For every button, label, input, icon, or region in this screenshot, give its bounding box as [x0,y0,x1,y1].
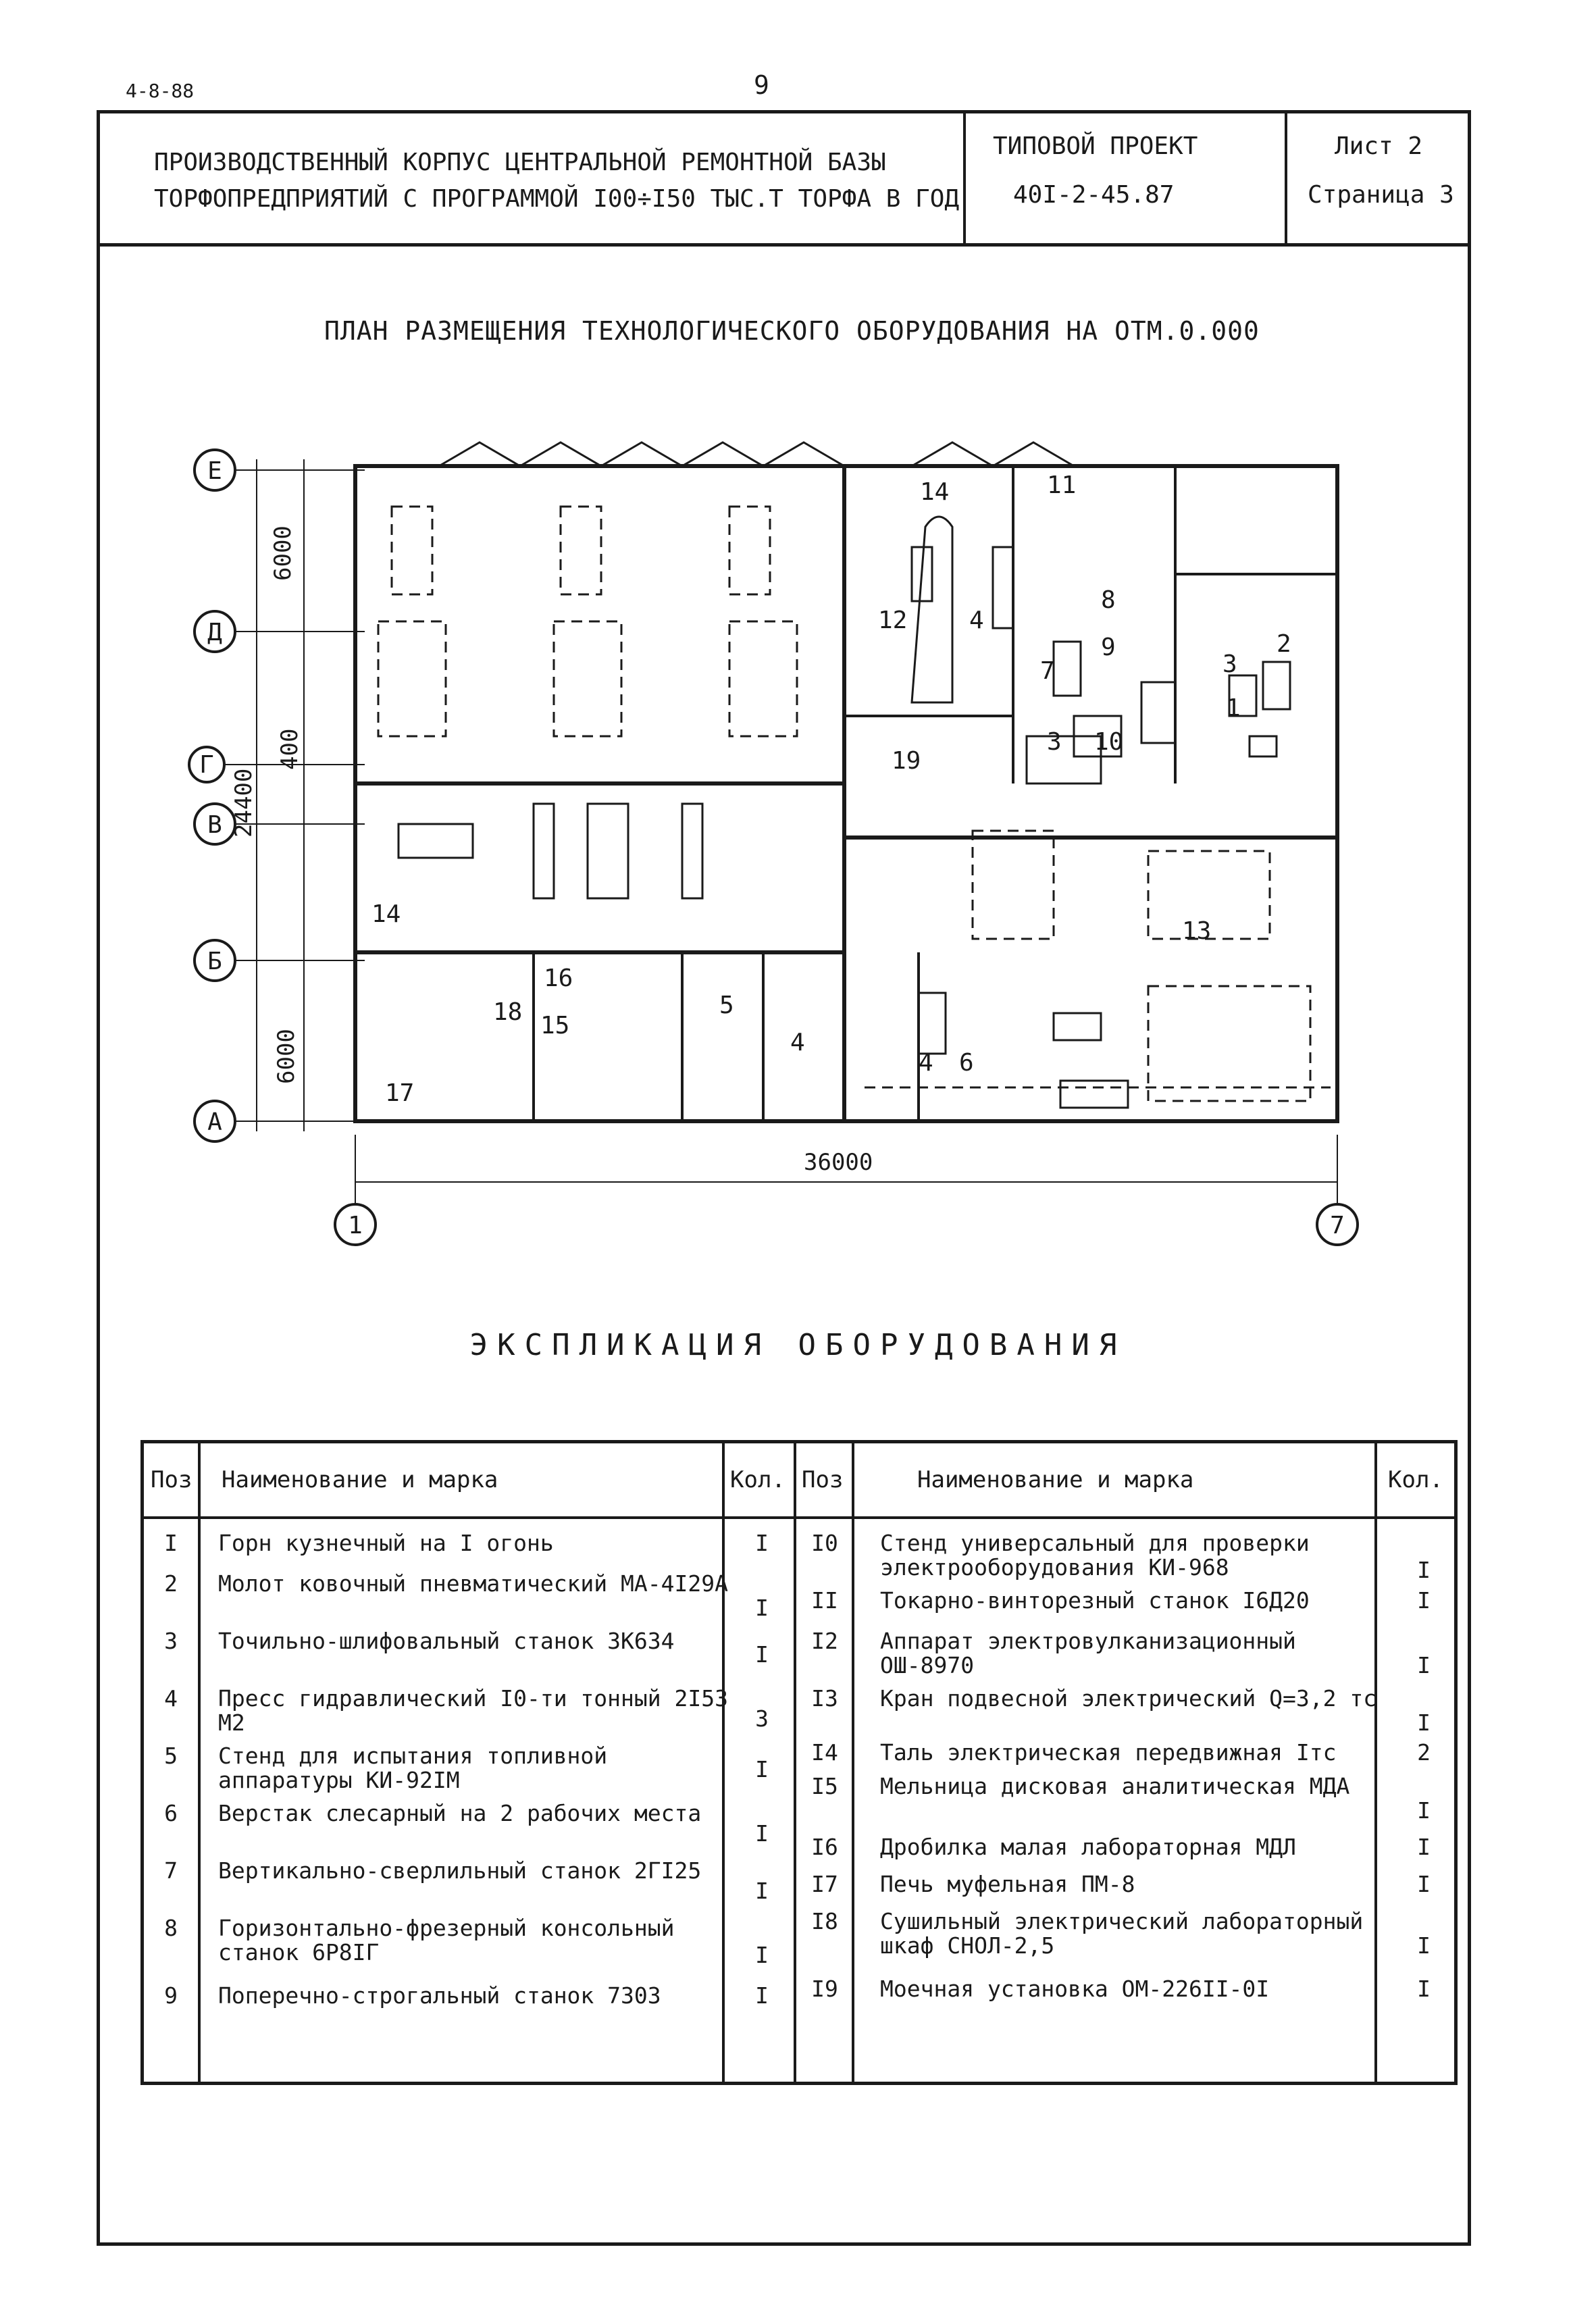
sheet-cell: Лист 2 Страница 3 [1287,113,1468,243]
plan-label-17: 17 [385,1079,414,1107]
table-header: Поз Наименование и марка Кол. Поз Наимен… [144,1443,1454,1519]
plan-label-19: 19 [892,747,921,775]
plan-label-13: 13 [1182,917,1211,945]
header-name-left: Наименование и марка [222,1466,498,1493]
axis-label-b: Б [207,948,222,975]
page-label: Страница 3 [1308,181,1454,209]
plan-label-1: 1 [1226,694,1241,722]
plan-label-3b: 3 [1047,728,1062,756]
page-number: 9 [754,70,769,100]
plan-title: ПЛАН РАЗМЕЩЕНИЯ ТЕХНОЛОГИЧЕСКОГО ОБОРУДО… [324,316,1260,346]
project-title-line1: ПРОИЗВОДСТВЕННЫЙ КОРПУС ЦЕНТРАЛЬНОЙ РЕМО… [154,149,886,176]
plan-label-15: 15 [540,1012,569,1039]
axis-label-a: А [207,1108,222,1136]
explication-table: Поз Наименование и марка Кол. Поз Наимен… [140,1440,1458,2085]
plan-label-9: 9 [1101,634,1116,661]
dim-bottom-span: 6000 [273,1029,300,1084]
axis-label-e: Е [207,457,222,485]
project-title-cell: ПРОИЗВОДСТВЕННЫЙ КОРПУС ЦЕНТРАЛЬНОЙ РЕМО… [100,113,966,243]
project-title-line2: ТОРФОПРЕДПРИЯТИЙ С ПРОГРАММОЙ I00÷I50 ТЫ… [154,185,960,213]
dim-gap: 400 [276,729,303,770]
axis-label-d: Д [207,619,222,646]
plan-label-8: 8 [1101,586,1116,614]
dim-total-width: 36000 [804,1149,873,1176]
axis-label-v: В [207,811,222,839]
axis-label-1: 1 [348,1212,363,1239]
header-pos-right: Поз [802,1466,844,1493]
plan-label-2: 2 [1277,630,1291,658]
plan-label-14b: 14 [371,900,401,928]
plan-label-11: 11 [1047,471,1076,499]
sheet-frame [97,247,1471,2246]
plan-label-18: 18 [493,998,522,1026]
header-pos-left: Поз [151,1466,192,1493]
project-number: 40I-2-45.87 [1013,181,1175,209]
title-block: ПРОИЗВОДСТВЕННЫЙ КОРПУС ЦЕНТРАЛЬНОЙ РЕМО… [97,110,1471,247]
header-qty-right: Кол. [1388,1466,1443,1493]
col-divider [722,1443,725,2082]
header-name-right: Наименование и марка [917,1466,1194,1493]
col-divider [794,1443,796,2082]
plan-label-4a: 4 [969,607,984,634]
plan-label-10: 10 [1094,728,1123,756]
plan-label-14a: 14 [920,478,949,506]
sheet-label: Лист 2 [1335,132,1423,160]
floor-plan: Е Д Г В Б А 1 7 6000 400 24400 6000 3600… [188,441,1359,1246]
project-number-cell: ТИПОВОЙ ПРОЕКТ 40I-2-45.87 [966,113,1287,243]
plan-label-3a: 3 [1222,650,1237,678]
project-type-label: ТИПОВОЙ ПРОЕКТ [993,132,1198,160]
axis-label-7: 7 [1330,1212,1345,1239]
col-divider [852,1443,854,2082]
axis-label-g: Г [199,751,214,779]
dim-top-span: 6000 [269,525,297,581]
plan-label-16: 16 [544,965,573,992]
plan-label-12: 12 [878,607,907,634]
explication-title: ЭКСПЛИКАЦИЯ ОБОРУДОВАНИЯ [469,1328,1127,1362]
plan-label-7: 7 [1040,657,1055,685]
dim-total-height: 24400 [230,769,257,838]
plan-label-5: 5 [719,992,734,1019]
header-qty-left: Кол. [730,1466,786,1493]
plan-label-6: 6 [959,1049,974,1077]
plan-label-4c: 4 [919,1049,933,1077]
axis-bubbles [188,448,1359,1246]
document-code: 4-8-88 [126,80,195,102]
plan-label-4b: 4 [790,1029,805,1056]
col-divider [1374,1443,1377,2082]
col-divider [198,1443,201,2082]
